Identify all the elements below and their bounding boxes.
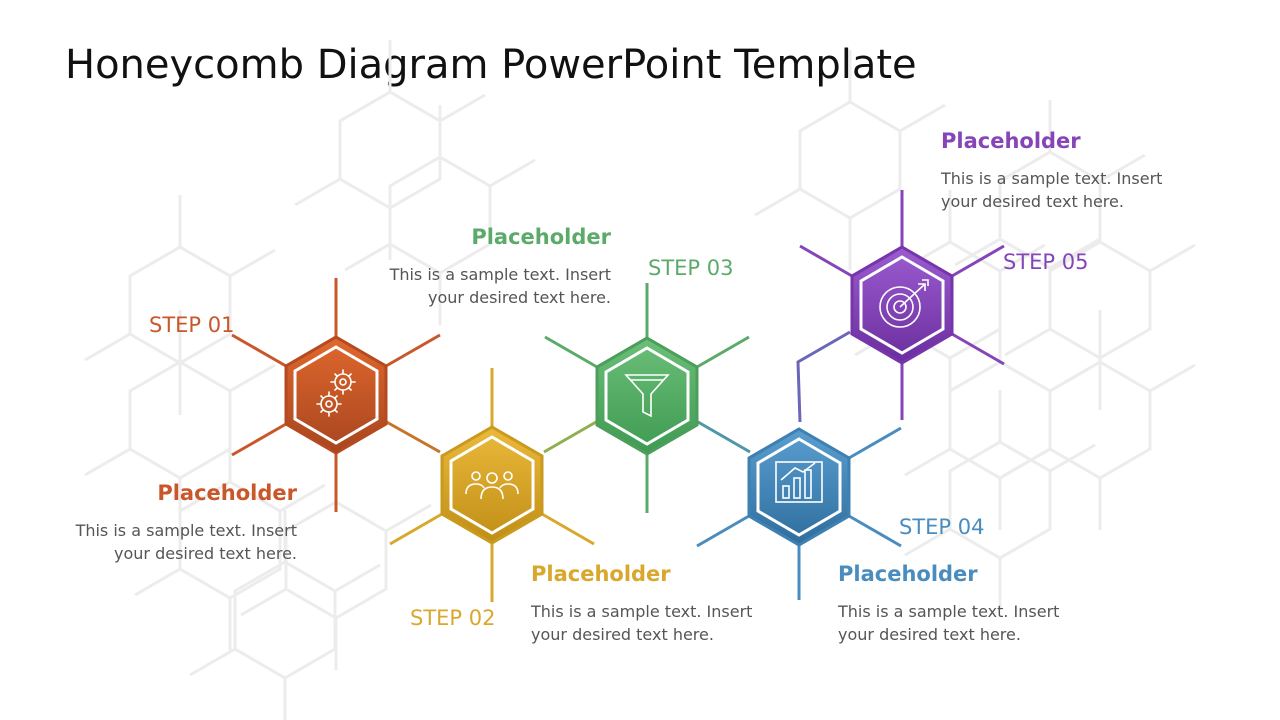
- background-honeycomb: [84, 40, 1196, 720]
- background-hex: [798, 100, 902, 220]
- background-hex-spoke: [1149, 243, 1196, 273]
- connector-3-4: [697, 420, 751, 454]
- step-4-hex: [696, 426, 902, 600]
- bar-chart-icon: [775, 461, 823, 503]
- step-3-label: STEP 03: [648, 256, 734, 280]
- step-1-label: STEP 01: [149, 313, 235, 337]
- step-4-text: This is a sample text. Insert your desir…: [838, 602, 1060, 644]
- connector-1-2: [382, 418, 441, 454]
- background-hex-spoke: [84, 332, 131, 362]
- step-4-label: STEP 04: [899, 515, 985, 539]
- gears-icon: [316, 369, 356, 417]
- background-hex-spoke: [1099, 153, 1146, 183]
- background-hex-spoke: [904, 447, 951, 477]
- step-5-heading: Placeholder: [941, 129, 1081, 153]
- background-hex-spoke: [334, 563, 381, 593]
- step-1-hex: [231, 278, 441, 512]
- target-icon: [879, 279, 929, 328]
- background-hex-spoke: [489, 158, 536, 188]
- background-hex-spoke: [294, 177, 341, 207]
- background-hex-spoke: [1149, 363, 1196, 393]
- team-icon: [465, 471, 519, 500]
- background-hex-spoke: [229, 248, 276, 278]
- step-1-heading: Placeholder: [157, 481, 297, 505]
- step-3-heading: Placeholder: [471, 225, 611, 249]
- background-hex-spoke: [904, 527, 951, 557]
- connector-4-5: [796, 330, 851, 423]
- background-hex-spoke: [1049, 443, 1096, 473]
- step-3-hex: [544, 283, 750, 513]
- background-hex-spoke: [134, 567, 181, 597]
- background-hex-spoke: [999, 243, 1046, 273]
- background-hex-spoke: [189, 647, 236, 677]
- background-hex-spoke: [229, 363, 276, 393]
- background-hex-spoke: [439, 93, 486, 123]
- connector-lines: [382, 330, 851, 454]
- step-4-heading: Placeholder: [838, 562, 978, 586]
- background-hex-spoke: [385, 503, 432, 533]
- background-hex-spoke: [344, 242, 391, 272]
- step-2-heading: Placeholder: [531, 562, 671, 586]
- step-2-label: STEP 02: [410, 606, 496, 630]
- background-hex-spoke: [899, 103, 946, 133]
- background-hex-spoke: [954, 237, 1001, 267]
- background-hex-spoke: [240, 587, 287, 617]
- background-hex-spoke: [279, 483, 326, 513]
- step-5-label: STEP 05: [1003, 250, 1089, 274]
- page-title: Honeycomb Diagram PowerPoint Template: [65, 42, 917, 88]
- background-hex-spoke: [754, 187, 801, 217]
- background-hex-spoke: [1004, 327, 1051, 357]
- step-1-text: This is a sample text. Insert your desir…: [75, 521, 297, 563]
- step-5-hex: [799, 190, 1005, 420]
- step-3-text: This is a sample text. Insert your desir…: [389, 265, 611, 307]
- step-2-text: This is a sample text. Insert your desir…: [531, 602, 753, 644]
- background-hex-spoke: [1004, 447, 1051, 477]
- step-5-text: This is a sample text. Insert your desir…: [941, 169, 1163, 211]
- background-hex-spoke: [84, 447, 131, 477]
- step-2-hex: [389, 368, 595, 602]
- funnel-icon: [624, 374, 670, 418]
- connector-2-3: [543, 420, 597, 454]
